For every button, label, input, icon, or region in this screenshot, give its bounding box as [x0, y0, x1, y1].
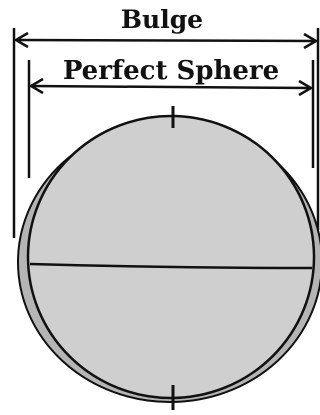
- bulge-label: Bulge: [121, 5, 203, 34]
- perfect-sphere-label: Perfect Sphere: [63, 56, 279, 86]
- perfect-sphere-outline: [28, 116, 314, 398]
- sphere-dimension-line: [31, 86, 311, 88]
- bulge-dimension-line: [16, 40, 316, 41]
